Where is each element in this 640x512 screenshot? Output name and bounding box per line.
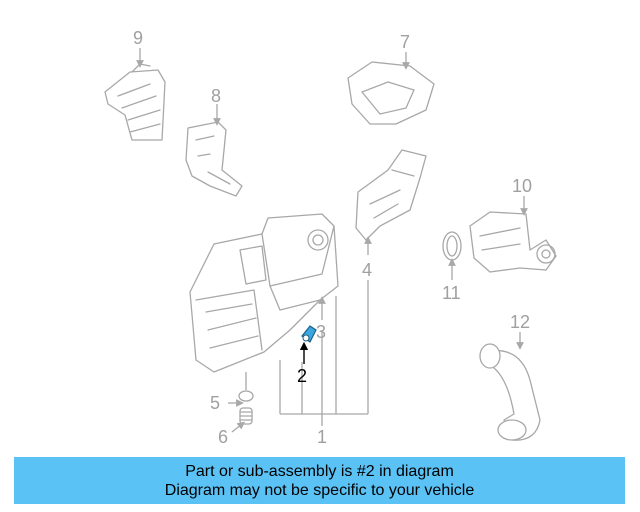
callout-1: 1: [317, 427, 327, 447]
part-6-fastener: [231, 407, 253, 433]
callout-6: 6: [218, 427, 228, 447]
callout-8: 8: [211, 86, 221, 106]
part-9-intake-duct: [104, 48, 166, 141]
info-banner: Part or sub-assembly is #2 in diagram Di…: [14, 457, 625, 504]
part-8-bracket: [185, 104, 243, 197]
part-12-hose: [479, 332, 541, 441]
callout-7: 7: [400, 32, 410, 52]
callout-4: 4: [362, 260, 372, 280]
callout-11: 11: [442, 283, 461, 303]
callout-5: 5: [210, 393, 220, 413]
part-11-oring: [442, 231, 462, 280]
part-4-bracket: [355, 149, 427, 255]
banner-line-2: Diagram may not be specific to your vehi…: [164, 481, 475, 499]
part-1-air-cleaner: [189, 213, 339, 373]
part-1-leader-lines: [279, 280, 369, 426]
part-10-sensor: [469, 196, 557, 273]
callout-3: 3: [316, 322, 326, 342]
part-2-clip: [299, 325, 317, 364]
callout-2: 2: [297, 366, 307, 386]
callout-9: 9: [133, 28, 143, 48]
callout-12: 12: [510, 312, 530, 332]
part-7-cover: [347, 52, 435, 125]
parts-diagram: 9 8 7 10 4 11 12 3 2 5 6 1: [104, 28, 557, 447]
callout-10: 10: [512, 176, 532, 196]
part-5-grommet: [228, 372, 254, 407]
banner-line-1: Part or sub-assembly is #2 in diagram: [185, 462, 454, 480]
